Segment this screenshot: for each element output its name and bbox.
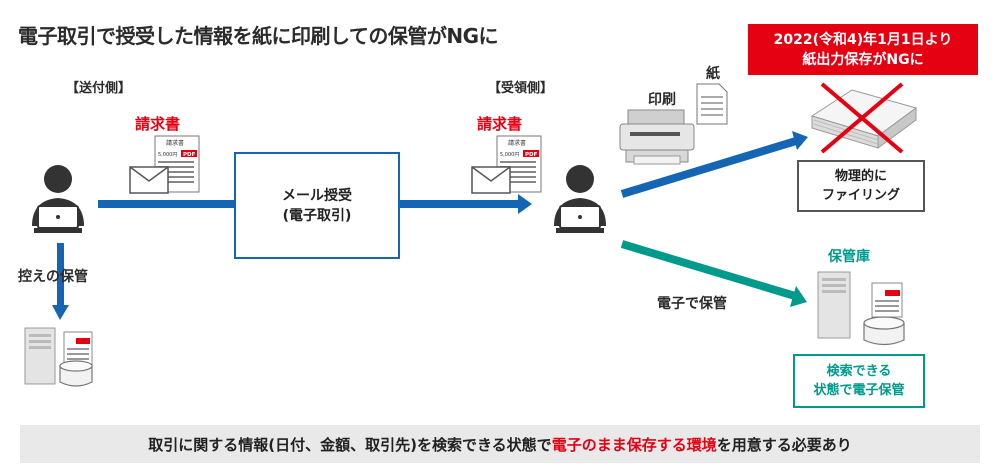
storage-doc-icon bbox=[871, 282, 903, 318]
ng-notice-box: 2022(令和4)年1月1日より 紙出力保存がNGに bbox=[748, 24, 978, 75]
backup-server-icon bbox=[24, 327, 56, 385]
invoice-thumb-amount: 5,000円 bbox=[158, 152, 177, 158]
receiver-label: 【受領側】 bbox=[488, 81, 554, 96]
invoice-thumb-heading: 請求書 bbox=[166, 139, 184, 147]
sender-document-title: 請求書 bbox=[135, 115, 181, 133]
physical-filing-box: 物理的に ファイリング bbox=[797, 160, 925, 212]
physical-filing-line2: ファイリング bbox=[821, 188, 900, 203]
pdf-badge: PDF bbox=[183, 152, 196, 158]
electronic-arrow bbox=[620, 240, 807, 307]
sender-invoice-icon: 請求書 5,000円 PDF bbox=[154, 135, 200, 193]
storage-server-icon bbox=[817, 271, 851, 339]
invoice-thumb-amount: 5,000円 bbox=[500, 152, 519, 158]
email-exchange-box: メール授受 (電子取引) bbox=[234, 152, 400, 259]
printer-icon bbox=[619, 109, 695, 165]
footer-text-part1: 取引に関する情報(日付、金額、取引先)を検索できる状態で bbox=[148, 435, 552, 454]
email-exchange-line2: (電子取引) bbox=[282, 207, 352, 224]
ng-notice-line2: 紙出力保存がNGに bbox=[802, 51, 924, 68]
searchable-storage-box: 検索できる 状態で電子保管 bbox=[793, 354, 925, 408]
paper-icon bbox=[696, 83, 728, 125]
receiver-document-title: 請求書 bbox=[477, 115, 523, 133]
electronic-storage-label: 電子で保管 bbox=[657, 296, 727, 312]
sender-label: 【送付側】 bbox=[66, 81, 132, 96]
ng-cross-icon bbox=[820, 82, 904, 154]
ng-notice-line1: 2022(令和4)年1月1日より bbox=[773, 31, 953, 48]
storage-label: 保管庫 bbox=[828, 249, 870, 265]
footer-highlight: 電子のまま保存する環境 bbox=[551, 435, 717, 454]
invoice-thumb-heading: 請求書 bbox=[508, 139, 526, 147]
backup-label: 控えの保管 bbox=[18, 269, 88, 285]
sender-envelope-icon bbox=[129, 166, 169, 194]
receiver-person-icon bbox=[554, 165, 606, 233]
print-label: 印刷 bbox=[648, 92, 676, 108]
searchable-line1: 検索できる bbox=[826, 364, 892, 379]
footer-text-part2: を用意する必要あり bbox=[716, 435, 852, 454]
page-title: 電子取引で授受した情報を紙に印刷しての保管がNGに bbox=[18, 24, 499, 48]
sender-person-icon bbox=[32, 165, 84, 233]
pdf-badge: PDF bbox=[525, 152, 538, 158]
backup-doc-icon bbox=[63, 331, 93, 367]
email-exchange-line1: メール授受 bbox=[282, 187, 352, 204]
searchable-line2: 状態で電子保管 bbox=[813, 383, 905, 398]
print-arrow bbox=[620, 131, 808, 198]
receiver-envelope-icon bbox=[471, 166, 511, 194]
footer-banner: 取引に関する情報(日付、金額、取引先)を検索できる状態で電子のまま保存する環境を… bbox=[20, 425, 980, 463]
physical-filing-line1: 物理的に bbox=[834, 169, 887, 184]
backup-disk-icon bbox=[59, 360, 93, 387]
storage-disk-icon bbox=[863, 316, 905, 346]
backup-arrow bbox=[52, 243, 69, 320]
paper-label: 紙 bbox=[706, 66, 720, 82]
